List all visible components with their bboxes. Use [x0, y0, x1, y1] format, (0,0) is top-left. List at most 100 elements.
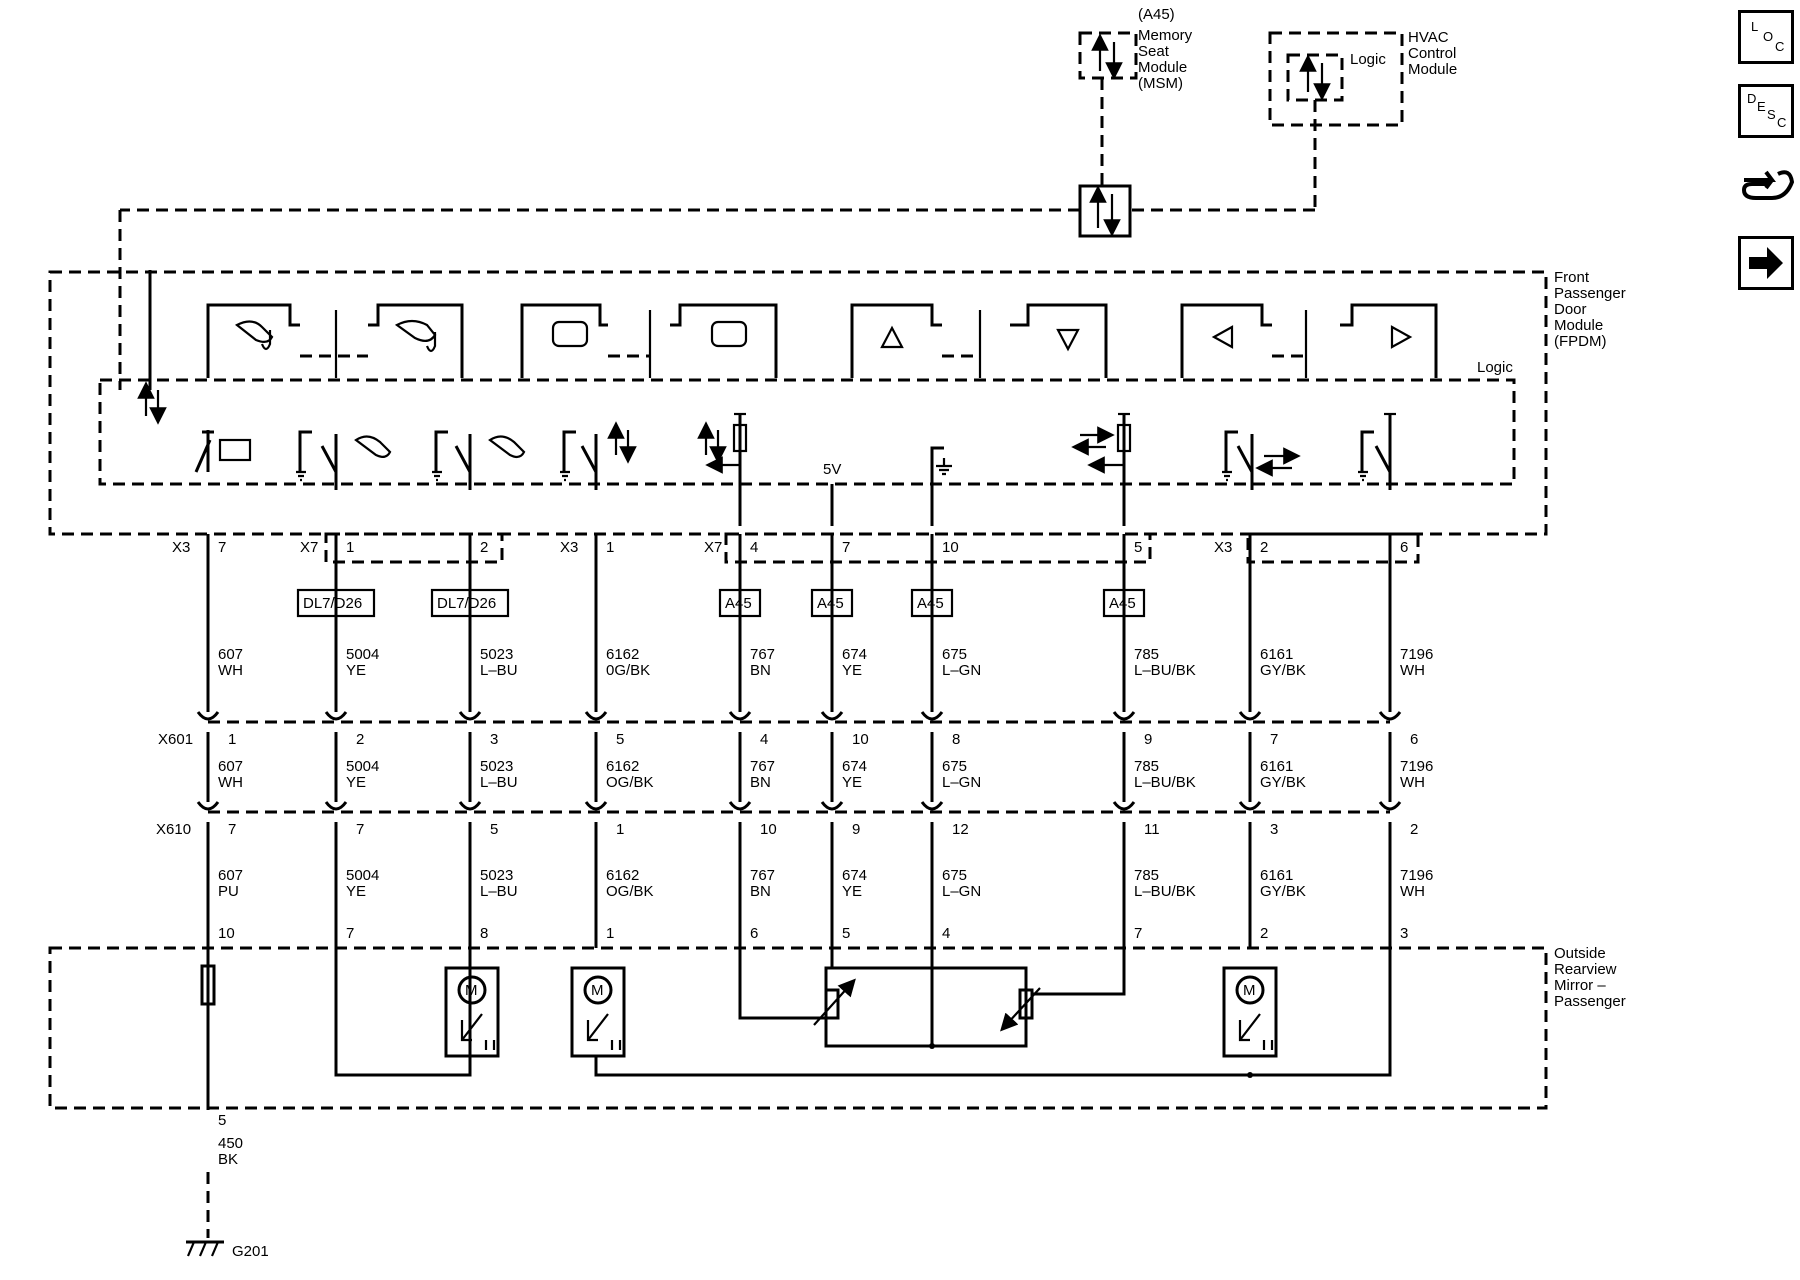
circuit-color: L–BU/BK — [1134, 662, 1196, 679]
connector-pin: 4 — [750, 539, 758, 556]
circuit-color: OG/BK — [606, 883, 654, 900]
internal-switches: 5V — [194, 412, 1396, 526]
x601-cavity — [1378, 711, 1402, 721]
x610-cavity — [1112, 801, 1136, 811]
x601-cavity — [1238, 711, 1262, 721]
x610-pin: 12 — [952, 821, 969, 838]
hvac-control-module: Logic HVAC Control Module — [1268, 29, 1457, 127]
leftright-motor: M — [1222, 966, 1278, 1078]
circuit-number: 785 — [1134, 758, 1159, 775]
circuit-color: YE — [346, 883, 366, 900]
circuit-number: 5023 — [480, 758, 513, 775]
connector-name: X7 — [300, 539, 318, 556]
mirror-pin: 6 — [750, 925, 758, 942]
circuit-color: L–GN — [942, 774, 981, 791]
x610-cavity — [196, 801, 220, 811]
mirror-line-1: Outside — [1554, 945, 1606, 962]
option-box — [810, 588, 854, 618]
circuit-color: PU — [218, 883, 239, 900]
circuit-color: 0G/BK — [606, 662, 650, 679]
x610-pin: 5 — [490, 821, 498, 838]
ground-circuit-color: BK — [218, 1151, 238, 1168]
switch-tabs — [206, 303, 1438, 378]
msm-line-2: Seat — [1138, 43, 1170, 60]
msm-line-1: Memory — [1138, 27, 1193, 44]
circuit-color: WH — [1400, 774, 1425, 791]
circuit-number: 6161 — [1260, 758, 1293, 775]
bidirectional-data-icon — [137, 381, 167, 425]
circuit-color: BN — [750, 774, 771, 791]
connector-name: X7 — [704, 539, 722, 556]
mirror-line-2: Rearview — [1554, 961, 1617, 978]
updown-position-sensor-input — [697, 412, 748, 526]
option-label: DL7/D26 — [437, 595, 496, 612]
mirror-pin: 2 — [1260, 925, 1268, 942]
x601-label: X601 — [158, 731, 193, 748]
x601-cavity — [728, 711, 752, 721]
option-label: A45 — [817, 595, 844, 612]
fpdm-line-3: Door — [1554, 301, 1587, 318]
circuit-color: WH — [1400, 883, 1425, 900]
x601-pin: 1 — [228, 731, 236, 748]
msm-line-3: Module — [1138, 59, 1187, 76]
common-switch — [1358, 412, 1396, 490]
fold-motor: M — [334, 940, 500, 1077]
fpdm-connectors — [324, 532, 1420, 564]
connector-pin: 1 — [606, 539, 614, 556]
up-down-switch-group — [850, 303, 1108, 378]
fold-switch-1 — [296, 430, 392, 490]
circuit-number: 6161 — [1260, 867, 1293, 884]
option-label: A45 — [1109, 595, 1136, 612]
x610-cavity — [324, 801, 348, 811]
memory-seat-module: (A45) Memory Seat Module (MSM) — [1078, 6, 1193, 92]
ground-circuit-number: 450 — [218, 1135, 243, 1152]
circuit-color: BN — [750, 883, 771, 900]
down-arrow-icon — [1056, 328, 1080, 352]
circuit-color: YE — [346, 774, 366, 791]
low-ref-ground — [930, 446, 952, 526]
circuit-number: 675 — [942, 867, 967, 884]
msm-ref: (A45) — [1138, 6, 1175, 23]
loc-letter-c: C — [1775, 39, 1784, 54]
connector-info-button[interactable] — [1738, 160, 1795, 214]
connector-pin: 2 — [1260, 539, 1268, 556]
fpdm-line-5: (FPDM) — [1554, 333, 1607, 350]
right-arrow-icon — [1390, 325, 1413, 349]
mirror-select-switch — [560, 421, 637, 490]
description-button[interactable]: D E S C — [1738, 84, 1794, 138]
option-box — [296, 588, 376, 618]
circuit-color: WH — [218, 662, 243, 679]
leftright-position-sensor-input — [1071, 412, 1132, 526]
five-volt-label: 5V — [823, 461, 841, 478]
circuit-number: 607 — [218, 758, 243, 775]
mirror-fold-out-icon — [394, 319, 437, 353]
circuit-color: OG/BK — [606, 774, 654, 791]
fold-switch-2 — [432, 430, 526, 490]
location-button[interactable]: L O C — [1738, 10, 1794, 64]
x610-pin: 3 — [1270, 821, 1278, 838]
ground-pin: 5 — [218, 1112, 226, 1129]
mirror-pin: 5 — [842, 925, 850, 942]
x601-cavity — [324, 711, 348, 721]
mirror-glass-icon — [551, 320, 589, 348]
x610-cavity — [458, 801, 482, 811]
circuit-color: GY/BK — [1260, 883, 1306, 900]
next-page-button[interactable] — [1738, 236, 1794, 290]
connector-pin: 7 — [842, 539, 850, 556]
left-right-switch-group — [1180, 303, 1438, 378]
x601-pin: 9 — [1144, 731, 1152, 748]
circuit-color: WH — [218, 774, 243, 791]
circuit-number: 7196 — [1400, 758, 1433, 775]
desc-letter-c: C — [1777, 115, 1786, 130]
circuit-number: 7196 — [1400, 646, 1433, 663]
left-arrow-icon — [1211, 325, 1234, 349]
mirror-pin: 7 — [346, 925, 354, 942]
mirror-fold-icon — [354, 435, 392, 459]
splice-pack — [1078, 184, 1132, 238]
desc-letter-s: S — [1767, 107, 1776, 122]
circuit-number: 785 — [1134, 867, 1159, 884]
x601-cavity — [584, 711, 608, 721]
